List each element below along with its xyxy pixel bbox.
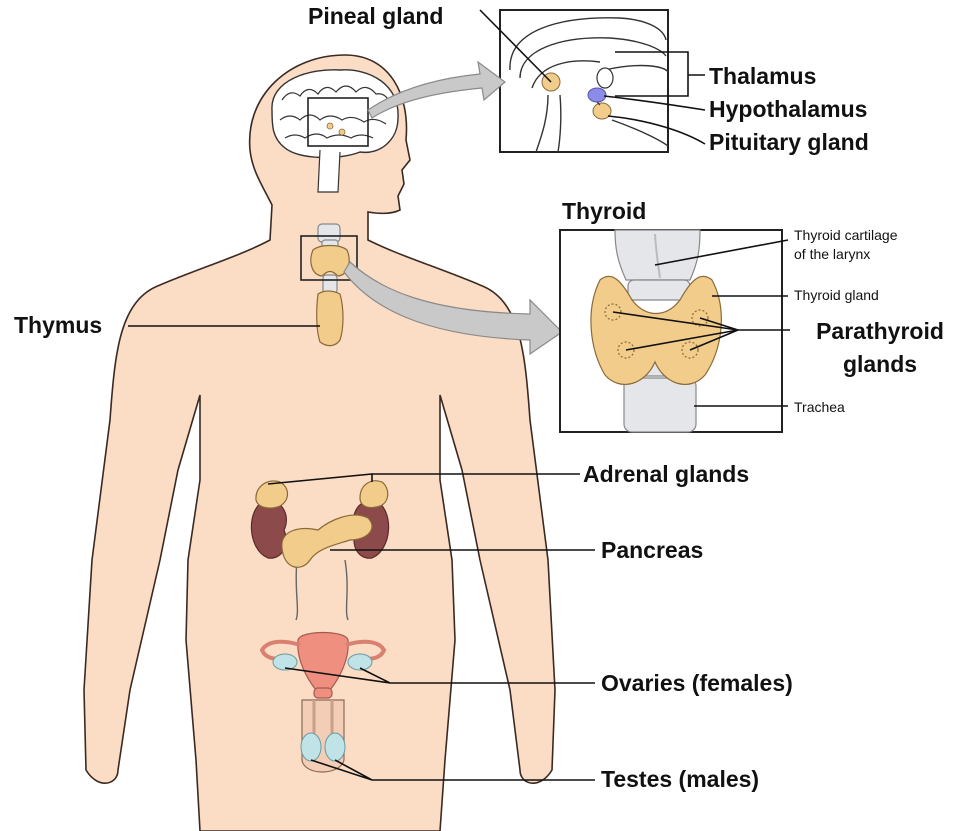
thyroid-inset: [559, 229, 783, 433]
label-hypothalamus: Hypothalamus: [709, 96, 867, 122]
hypothalamus-leader: [603, 95, 706, 111]
left-testis: [300, 732, 322, 762]
brain-inset: [499, 9, 669, 153]
brain-zoom-box: [307, 97, 369, 147]
label-thyroid-gland: Thyroid gland: [794, 287, 879, 303]
thymus-shape: [316, 290, 344, 347]
parathyroid-leaders: [612, 311, 790, 351]
label-testes: Testes (males): [601, 766, 759, 792]
left-ovary: [272, 653, 298, 671]
pineal-leader: [479, 9, 552, 83]
label-parathyroid-line1: Parathyroid: [816, 318, 944, 344]
thalamus-bracket: [615, 51, 705, 97]
brain-zoom-arrow: [367, 60, 506, 119]
label-parathyroid-line2: glands: [843, 351, 917, 377]
female-reproductive: [259, 631, 387, 699]
label-pancreas: Pancreas: [601, 537, 703, 563]
parathyroid-lower-right: [681, 341, 699, 359]
hypothalamus-shape: [587, 87, 607, 103]
pancreas-shape: [281, 514, 373, 568]
thyroid-zoom-box: [300, 235, 358, 281]
right-ovary: [347, 653, 373, 671]
brain: [271, 69, 399, 193]
male-reproductive: [300, 699, 346, 773]
left-kidney: [250, 499, 287, 559]
adrenal-leaders: [267, 473, 580, 485]
parathyroid-upper-right: [691, 309, 709, 327]
label-trachea: Trachea: [794, 399, 845, 415]
label-adrenal-glands: Adrenal glands: [583, 461, 749, 487]
thyroid-zoom-arrow: [343, 261, 563, 356]
label-thyroid-cartilage-line1: Thyroid cartilage: [794, 227, 898, 243]
label-thyroid-cartilage-line2: of the larynx: [794, 246, 870, 262]
parathyroid-lower-left: [617, 341, 635, 359]
ovaries-leader: [284, 667, 595, 684]
label-ovaries: Ovaries (females): [601, 670, 793, 696]
label-pituitary-gland: Pituitary gland: [709, 129, 869, 155]
label-thymus: Thymus: [14, 312, 102, 338]
testes-leader: [310, 759, 595, 781]
pituitary-gland-shape: [592, 102, 612, 120]
thalamus-shape: [596, 67, 614, 89]
parathyroid-upper-left: [604, 303, 622, 321]
pituitary-leader: [607, 115, 706, 145]
label-thyroid-title: Thyroid: [562, 198, 646, 224]
abdominal-organs: [250, 480, 390, 621]
label-pineal-gland: Pineal gland: [308, 3, 443, 29]
human-body-silhouette: [83, 54, 556, 831]
right-testis: [324, 732, 346, 762]
left-adrenal-gland: [255, 480, 289, 509]
label-thalamus: Thalamus: [709, 63, 816, 89]
larynx-and-thyroid-small: [310, 223, 350, 347]
right-adrenal-gland: [359, 480, 389, 509]
thyroid-cartilage-leader: [654, 239, 789, 266]
